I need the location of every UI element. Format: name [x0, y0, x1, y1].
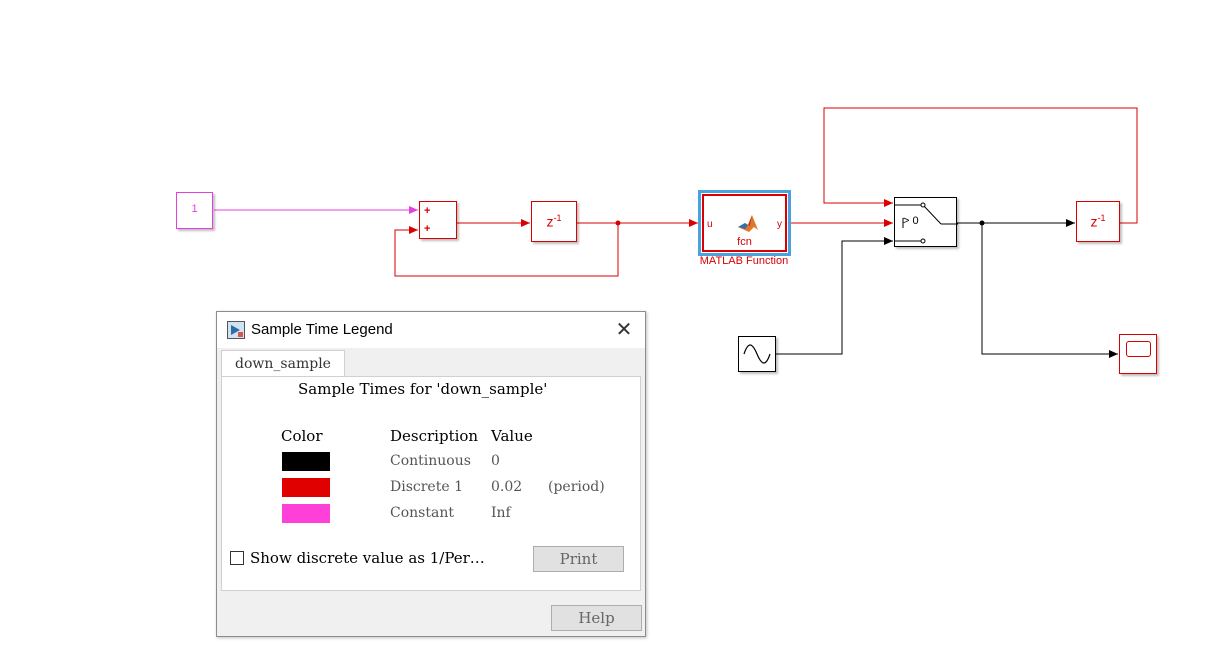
close-icon[interactable]: ✕ — [615, 317, 633, 341]
matlab-function-block[interactable]: u y fcn — [698, 190, 791, 256]
fcn-text: fcn — [737, 236, 752, 248]
sum-sign-bottom: + — [424, 223, 431, 235]
signal-line-sum-feedback[interactable] — [394, 223, 619, 277]
row-value: 0.02 — [491, 479, 523, 495]
row-value: Inf — [491, 505, 511, 521]
dialog-title: Sample Time Legend — [251, 321, 393, 338]
row-description: Discrete 1 — [390, 479, 463, 495]
matlab-function-name[interactable]: MATLAB Function — [699, 255, 789, 267]
row-value: 0 — [491, 453, 500, 469]
help-button[interactable]: Help — [551, 605, 642, 631]
row-description: Continuous — [390, 453, 471, 469]
show-discrete-checkbox[interactable] — [230, 551, 244, 565]
sine-wave-block[interactable] — [738, 336, 776, 372]
branch-point — [615, 220, 621, 226]
sample-time-legend-dialog: Sample Time Legend ✕ down_sample Sample … — [216, 311, 646, 637]
input-port-label: u — [707, 219, 713, 230]
sum-block[interactable]: + + — [419, 201, 457, 239]
switch-icon — [895, 202, 958, 244]
color-swatch-constant — [282, 504, 330, 523]
sum-sign-top: + — [424, 205, 431, 217]
constant-value: 1 — [191, 203, 198, 215]
constant-block[interactable]: 1 — [176, 192, 213, 229]
header-description: Description — [390, 427, 479, 445]
switch-threshold: > 0 — [903, 215, 919, 227]
color-swatch-continuous — [282, 452, 330, 471]
unit-delay-label: z-1 — [546, 213, 562, 230]
panel-title: Sample Times for 'down_sample' — [298, 380, 548, 398]
color-swatch-discrete — [282, 478, 330, 497]
branch-point — [979, 220, 985, 226]
switch-block[interactable]: > 0 — [894, 197, 958, 247]
title-bar[interactable]: Sample Time Legend ✕ — [217, 312, 645, 348]
signal-line-sine-out[interactable] — [776, 237, 893, 355]
unit-delay-block[interactable]: z-1 — [531, 201, 577, 242]
matlab-logo-icon — [738, 215, 758, 232]
row-note: (period) — [548, 479, 605, 495]
show-discrete-label[interactable]: Show discrete value as 1/Per… — [250, 549, 485, 567]
header-color: Color — [281, 427, 323, 445]
header-value: Value — [491, 427, 533, 445]
signal-line-switch-feedback[interactable] — [823, 107, 1138, 224]
sine-wave-icon — [743, 344, 771, 364]
print-button[interactable]: Print — [533, 546, 624, 572]
unit-delay-label: z-1 — [1090, 213, 1106, 230]
row-description: Constant — [390, 505, 454, 521]
simulink-icon — [227, 321, 245, 339]
scope-block[interactable] — [1119, 334, 1157, 374]
legend-panel: Sample Times for 'down_sample' Color Des… — [221, 376, 641, 591]
output-port-label: y — [777, 219, 782, 230]
signal-line-scope-in[interactable] — [981, 223, 1118, 358]
scope-icon — [1126, 341, 1151, 357]
tab-down-sample[interactable]: down_sample — [221, 350, 345, 377]
unit-delay-block[interactable]: z-1 — [1076, 201, 1120, 242]
